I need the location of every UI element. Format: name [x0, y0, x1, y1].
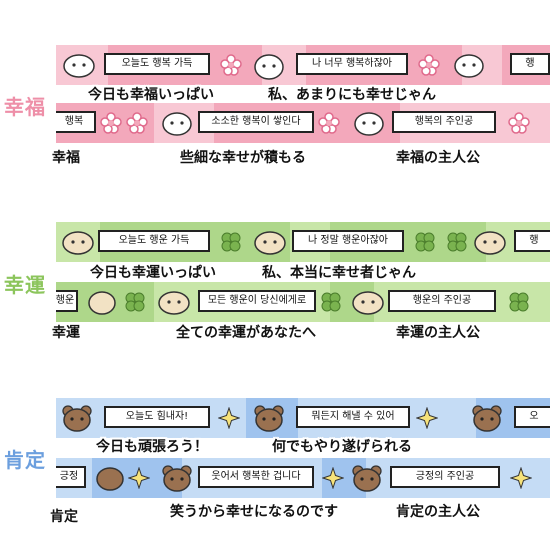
flower-icon: [508, 112, 530, 134]
tape-positive-row2: 긍정 웃어서 행복한 겁니다 긍정의 주인공: [56, 458, 550, 498]
section-label-happiness: 幸福: [4, 95, 46, 119]
phrase-box: 나 너무 행복하잖아: [296, 53, 408, 75]
phrase-box: 웃어서 행복한 겁니다: [198, 466, 314, 488]
section-label-positive: 肯定: [4, 448, 46, 472]
caption: 今日も頑張ろう！: [96, 439, 208, 455]
bear-icon: [352, 465, 382, 492]
clover-icon: [447, 232, 467, 252]
phrase-box: 나 정말 행운아잖아: [292, 230, 404, 252]
clover-icon: [415, 232, 435, 252]
caption: 幸福の主人公: [396, 150, 480, 166]
caption: 幸福: [52, 150, 80, 166]
bunny-icon: [454, 54, 484, 78]
phrase-box: 모든 행운이 당신에게로: [198, 290, 316, 312]
phrase-box: 행복: [56, 111, 96, 133]
phrase-box: 오: [514, 406, 550, 428]
sparkle-icon: [416, 407, 438, 429]
clover-icon: [321, 292, 341, 312]
potato-icon: [88, 291, 116, 315]
sparkle-icon: [322, 467, 344, 489]
sparkle-icon: [128, 467, 150, 489]
tape-luck-row2: 행운 모든 행운이 당신에게로 행운의 주인공: [56, 282, 550, 322]
section-label-luck: 幸運: [4, 273, 46, 297]
tape-luck-row1: 오늘도 행운 가득 나 정말 행운아잖아 행: [56, 222, 550, 262]
bunny-icon: [254, 54, 284, 80]
phrase-box: 오늘도 행복 가득: [104, 53, 210, 75]
bear-icon: [254, 405, 284, 432]
flower-icon: [220, 54, 242, 76]
bear-icon: [162, 465, 192, 492]
tape-positive-row1: 오늘도 힘내자! 뭐든지 해낼 수 있어 오: [56, 398, 550, 438]
caption: 今日も幸福いっぱい: [88, 87, 214, 103]
puppy-icon: [474, 231, 506, 255]
caption: 些細な幸せが積もる: [180, 150, 306, 166]
caption: 今日も幸運いっぱい: [90, 265, 216, 281]
caption: 幸運: [52, 325, 80, 341]
puppy-icon: [62, 231, 94, 255]
sparkle-icon: [218, 407, 240, 429]
phrase-box: 행: [514, 230, 550, 252]
caption: 肯定: [50, 509, 78, 525]
caption: 幸運の主人公: [396, 325, 480, 341]
flower-icon: [100, 112, 122, 134]
flower-icon: [318, 112, 340, 134]
bunny-icon: [63, 54, 95, 78]
flower-icon: [126, 112, 148, 134]
caption: 笑うから幸せになるのです: [170, 504, 338, 520]
bunny-icon: [162, 112, 192, 136]
potato-icon: [96, 467, 124, 491]
bear-icon: [472, 405, 502, 432]
caption: 私、あまりにも幸せじゃん: [268, 87, 436, 103]
clover-icon: [221, 232, 241, 252]
caption: 私、本当に幸せ者じゃん: [262, 265, 416, 281]
flower-icon: [418, 54, 440, 76]
tape-happiness-row1: 오늘도 행복 가득 나 너무 행복하잖아 행: [56, 45, 550, 85]
clover-icon: [125, 292, 145, 312]
phrase-box: 소소한 행복이 쌓인다: [198, 111, 314, 133]
phrase-box: 행운의 주인공: [388, 290, 496, 312]
puppy-icon: [352, 291, 384, 315]
sparkle-icon: [510, 467, 532, 489]
phrase-box: 오늘도 힘내자!: [104, 406, 210, 428]
phrase-box: 긍정: [56, 466, 86, 488]
bunny-icon: [354, 112, 384, 136]
caption: 肯定の主人公: [396, 504, 480, 520]
phrase-box: 행복의 주인공: [392, 111, 496, 133]
tape-happiness-row2: 행복 소소한 행복이 쌓인다 행복의 주인공: [56, 103, 550, 143]
caption: 全ての幸運があなたへ: [176, 325, 316, 341]
bear-icon: [62, 405, 92, 432]
phrase-box: 행: [510, 53, 550, 75]
phrase-box: 오늘도 행운 가득: [98, 230, 210, 252]
phrase-box: 행운: [56, 290, 78, 312]
clover-icon: [509, 292, 529, 312]
puppy-icon: [158, 291, 190, 315]
puppy-icon: [254, 231, 286, 255]
phrase-box: 긍정의 주인공: [390, 466, 500, 488]
caption: 何でもやり遂げられる: [272, 439, 412, 455]
phrase-box: 뭐든지 해낼 수 있어: [296, 406, 410, 428]
